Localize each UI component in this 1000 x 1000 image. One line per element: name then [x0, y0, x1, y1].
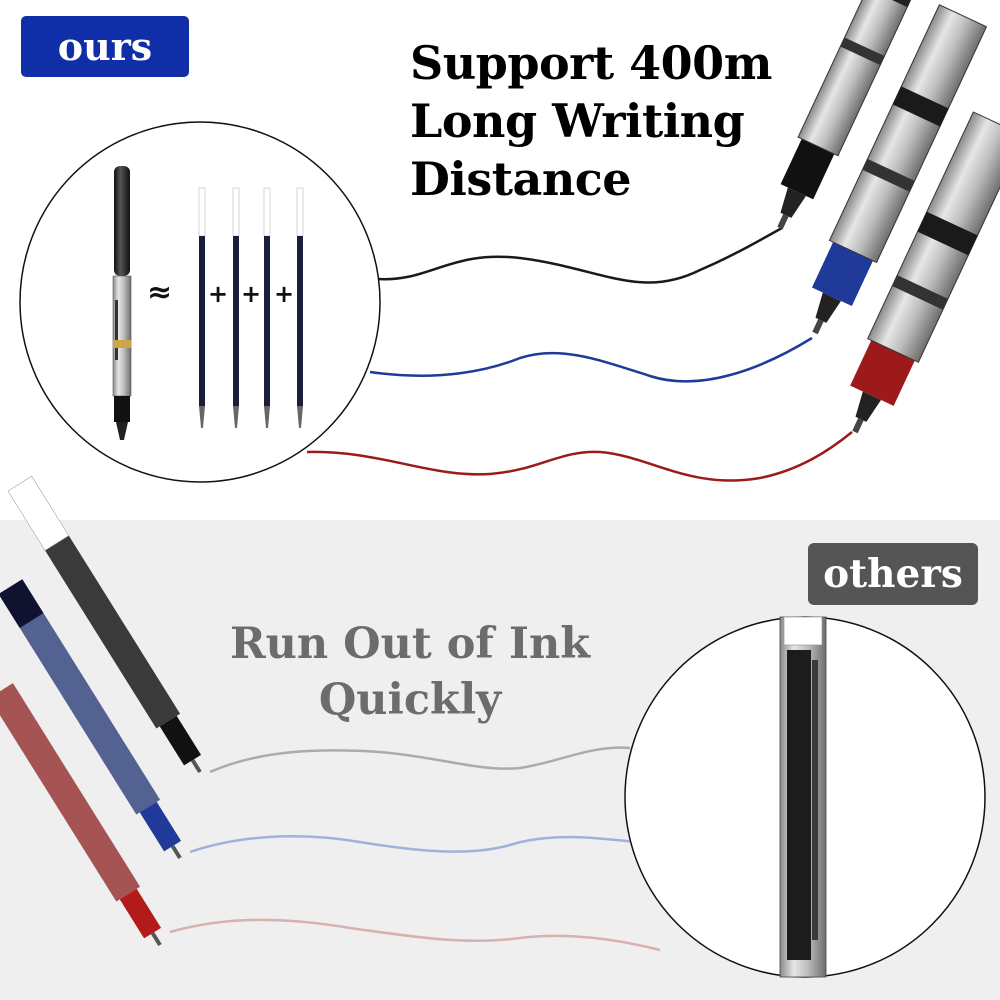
refill-3: [263, 187, 271, 428]
plus-sign-3: +: [274, 280, 294, 308]
red-ink-line: [306, 431, 853, 482]
headline-line-2: Long Writing: [410, 94, 745, 148]
headline-line-1: Support 400m: [410, 36, 772, 90]
headline: Support 400m Long Writing Distance: [410, 34, 772, 208]
headline-line-3: Distance: [410, 152, 632, 206]
black-pen-bottom: [7, 475, 202, 774]
faded-black-ink-line: [209, 746, 631, 774]
others-pen-closeup: [779, 616, 827, 978]
black-ink-line: [377, 226, 783, 284]
others-caption-line-2: Quickly: [318, 675, 502, 725]
ours-badge: ours: [21, 16, 189, 77]
black-pen-top: [777, 0, 928, 230]
faded-blue-ink-line: [189, 835, 636, 854]
blue-pen-bottom: [0, 579, 182, 860]
others-caption-line-1: Run Out of Ink: [229, 619, 591, 669]
blue-pen-top: [811, 4, 988, 335]
red-pen-bottom: [0, 683, 162, 947]
refill-1: [198, 187, 206, 428]
others-caption: Run Out of Ink Quickly: [200, 616, 620, 728]
others-badge: others: [808, 543, 978, 605]
faded-red-ink-line: [169, 918, 661, 952]
pen-in-circle: [112, 166, 132, 440]
refill-4: [296, 187, 304, 428]
refill-2: [232, 187, 240, 428]
red-pen-top: [850, 111, 1000, 434]
plus-sign-1: +: [208, 280, 228, 308]
blue-ink-line: [369, 336, 813, 383]
plus-sign-2: +: [241, 280, 261, 308]
approx-symbol: ≈: [147, 275, 172, 310]
